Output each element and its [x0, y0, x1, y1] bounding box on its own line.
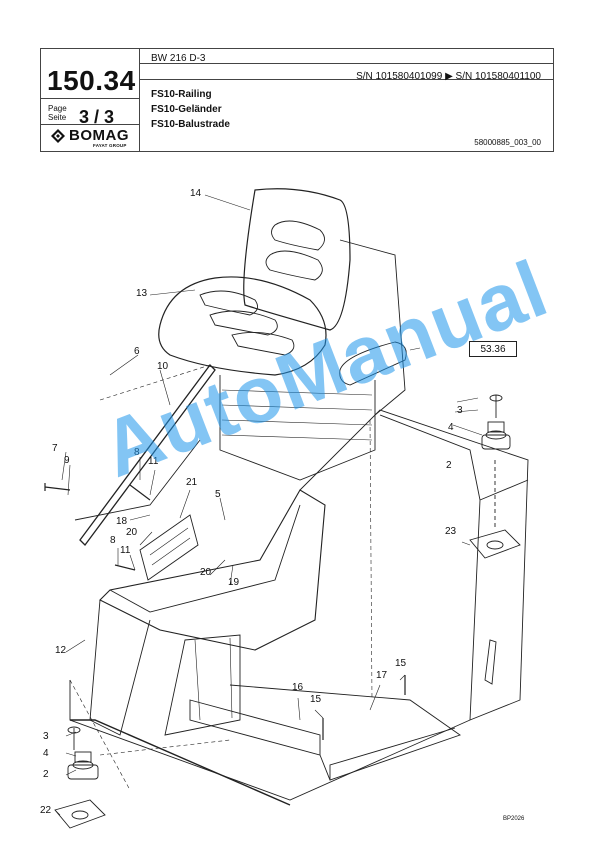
console-front — [89, 599, 151, 736]
callout-11a: 11 — [148, 456, 159, 467]
mount-right — [481, 394, 511, 450]
callout-17: 17 — [376, 670, 388, 681]
callout-14: 14 — [190, 188, 202, 199]
bolt-8a — [129, 484, 151, 501]
callout-23: 23 — [445, 526, 457, 537]
document-number: 58000885_003_00 — [474, 138, 541, 147]
callout-18: 18 — [116, 516, 128, 527]
callout-8b: 8 — [110, 535, 116, 546]
callout-20b: 20 — [200, 567, 212, 578]
cab-window-slot — [484, 639, 497, 685]
reference-box: 53.36 — [469, 341, 517, 357]
machine-model: BW 216 D-3 — [151, 53, 206, 64]
callout-2-left: 2 — [43, 769, 49, 780]
logo-name: BOMAG — [69, 127, 129, 144]
page-label-en: Page — [48, 104, 67, 113]
exploded-parts-drawing: 53.36 14 13 6 10 7 9 8 11 21 5 18 20 8 1… — [0, 160, 612, 860]
callout-22: 22 — [40, 805, 52, 816]
serial-range: S/N 101580401099 ▶ S/N 101580401100 — [356, 71, 541, 82]
page-number: 150.34 — [47, 65, 136, 96]
console-pedestal-inner — [194, 637, 233, 721]
floor-plate-17 — [229, 684, 461, 781]
parts-illustration — [44, 188, 529, 829]
cab-floor-edge — [70, 719, 291, 806]
callout-7: 7 — [52, 443, 58, 454]
cab-frame — [69, 409, 529, 801]
callout-21: 21 — [186, 477, 198, 488]
page-value: 3 / 3 — [79, 107, 115, 127]
header-divider-model — [139, 63, 553, 64]
part-titles: FS10-Railing FS10-Geländer FS10-Balustra… — [151, 87, 230, 132]
bomag-logo: BOMAG FAYAT GROUP — [51, 127, 137, 149]
callout-20a: 20 — [126, 527, 138, 538]
callout-4-left: 4 — [43, 748, 49, 759]
callout-19: 19 — [228, 577, 240, 588]
seat-suspension — [219, 375, 376, 481]
header-divider-serial — [139, 79, 553, 80]
header-block: 150.34 Page Seite 3 / 3 BOMAG FAYAT GROU… — [40, 48, 554, 152]
title-de: FS10-Geländer — [151, 104, 222, 115]
console-box — [99, 489, 326, 651]
bellows-lines — [221, 389, 373, 441]
seat-cushion — [158, 276, 327, 376]
title-en: FS10-Railing — [151, 89, 212, 100]
console-top — [109, 504, 301, 613]
callout-6: 6 — [134, 346, 140, 357]
title-fr: FS10-Balustrade — [151, 119, 230, 130]
mount-left — [67, 726, 99, 780]
bomag-logo-icon — [51, 129, 65, 143]
bracket-21 — [139, 514, 199, 581]
bracket-21-slots — [149, 527, 191, 566]
page-label-de: Seite — [48, 113, 67, 122]
cab-rear-wall — [379, 414, 481, 501]
callout-5: 5 — [215, 489, 221, 500]
callout-2-right: 2 — [446, 460, 452, 471]
callout-16: 16 — [292, 682, 304, 693]
seat-rear-panel — [339, 239, 406, 416]
seat-backrest — [243, 188, 351, 331]
drawing-code: BP2026 — [503, 816, 525, 822]
bolt-8b — [114, 564, 136, 571]
leader-lines — [54, 194, 483, 816]
callout-3-right: 3 — [457, 405, 463, 416]
callout-11b: 11 — [120, 545, 131, 556]
plate-23-right — [469, 460, 521, 559]
floor-plate-16 — [189, 699, 321, 756]
console-pedestal — [164, 634, 241, 736]
callout-8a: 8 — [134, 447, 140, 458]
cushion-pad-3 — [231, 331, 295, 356]
callout-3-left: 3 — [43, 731, 49, 742]
railing-bar — [79, 364, 216, 546]
armrest — [339, 341, 407, 386]
callout-4-right: 4 — [448, 422, 454, 433]
hidden-lines — [69, 364, 373, 791]
plate-22-left — [54, 799, 106, 829]
callout-15a: 15 — [395, 658, 407, 669]
header-divider-page — [41, 98, 139, 99]
callout-12: 12 — [55, 645, 67, 656]
header-divider-vertical — [139, 49, 140, 151]
callout-15b: 15 — [310, 694, 322, 705]
header-divider-logo — [41, 124, 139, 125]
floor-plate-17-edge — [329, 727, 456, 780]
backrest-pad-2 — [265, 250, 323, 281]
backrest-pad-1 — [271, 220, 325, 251]
callout-10: 10 — [157, 361, 169, 372]
railing-bar-lower — [74, 439, 201, 521]
logo-subtitle: FAYAT GROUP — [93, 143, 127, 148]
cab-right-wall — [469, 479, 529, 721]
cushion-pad-1 — [199, 290, 259, 316]
bolt-7 — [44, 483, 71, 491]
callout-13: 13 — [136, 288, 148, 299]
callout-9: 9 — [64, 455, 70, 466]
cushion-pad-2 — [209, 310, 278, 336]
